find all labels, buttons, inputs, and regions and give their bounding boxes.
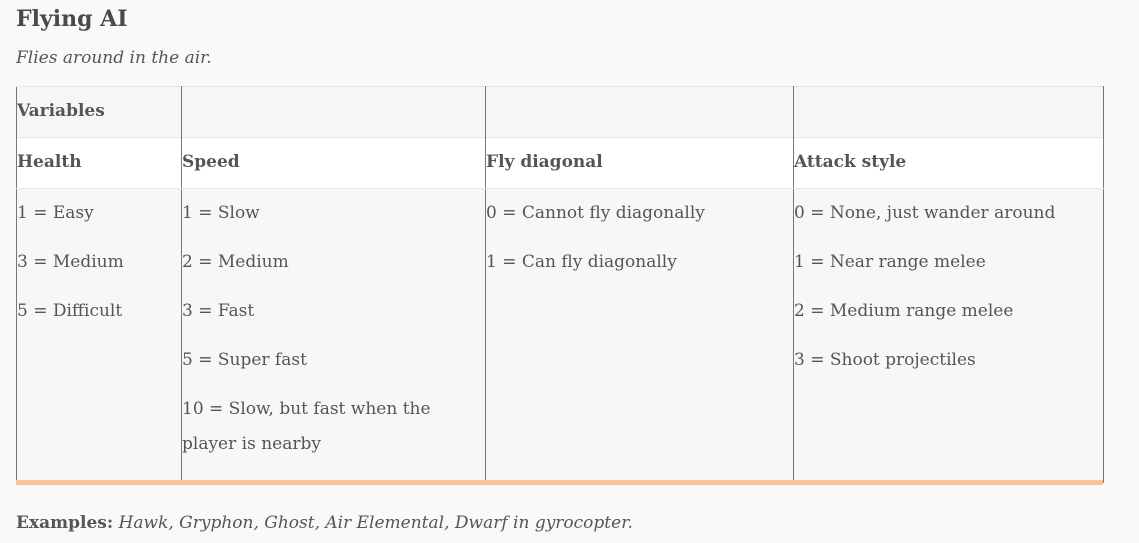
list-item: 0 = None, just wander around [794,203,1056,223]
list-item: 10 = Slow, but fast when the player is n… [182,399,431,454]
list-item: 1 = Near range melee [794,252,986,272]
fly-diagonal-values-cell: 0 = Cannot fly diagonally 1 = Can fly di… [485,188,794,483]
list-item: 2 = Medium [182,252,289,272]
column-header-label: Speed [182,152,240,172]
list-item: 0 = Cannot fly diagonally [486,203,705,223]
column-header-label: Fly diagonal [486,152,603,172]
column-header-speed: Speed [181,137,486,189]
examples-paragraph: Examples: Hawk, Gryphon, Ghost, Air Elem… [16,511,633,535]
list-item: 5 = Super fast [182,350,307,370]
examples-label: Examples: [16,513,114,533]
table-cell-empty [485,86,794,138]
table-cell-variables: Variables [16,86,182,138]
list-item: 1 = Can fly diagonally [486,252,677,272]
page-subtitle: Flies around in the air. [16,48,212,68]
column-header-label: Health [17,152,82,172]
list-item: 1 = Easy [17,203,94,223]
table-header-row: Health Speed Fly diagonal Attack style [16,137,1104,189]
column-header-health: Health [16,137,182,189]
list-item: 3 = Medium [17,252,124,272]
list-item: 2 = Medium range melee [794,301,1014,321]
page-title: Flying AI [16,6,128,32]
table-cell-empty [793,86,1104,138]
table-cell-empty [181,86,486,138]
table-bottom-accent-divider [16,480,1103,485]
column-header-fly-diagonal: Fly diagonal [485,137,794,189]
table-row: Variables [16,86,1104,138]
attack-style-values-cell: 0 = None, just wander around 1 = Near ra… [793,188,1104,483]
column-header-attack-style: Attack style [793,137,1104,189]
column-header-label: Attack style [794,152,907,172]
list-item: 3 = Shoot projectiles [794,350,976,370]
examples-list: Hawk, Gryphon, Ghost, Air Elemental, Dwa… [118,513,633,533]
list-item: 5 = Difficult [17,301,123,321]
health-values-cell: 1 = Easy 3 = Medium 5 = Difficult [16,188,182,483]
list-item: 3 = Fast [182,301,255,321]
variables-table: Variables Health Speed Fly diagonal Atta… [16,86,1104,483]
speed-values-cell: 1 = Slow 2 = Medium 3 = Fast 5 = Super f… [181,188,486,483]
list-item: 1 = Slow [182,203,260,223]
variables-label: Variables [17,101,105,121]
table-row: 1 = Easy 3 = Medium 5 = Difficult 1 = Sl… [16,188,1104,483]
variables-table-container: Variables Health Speed Fly diagonal Atta… [16,86,1104,483]
